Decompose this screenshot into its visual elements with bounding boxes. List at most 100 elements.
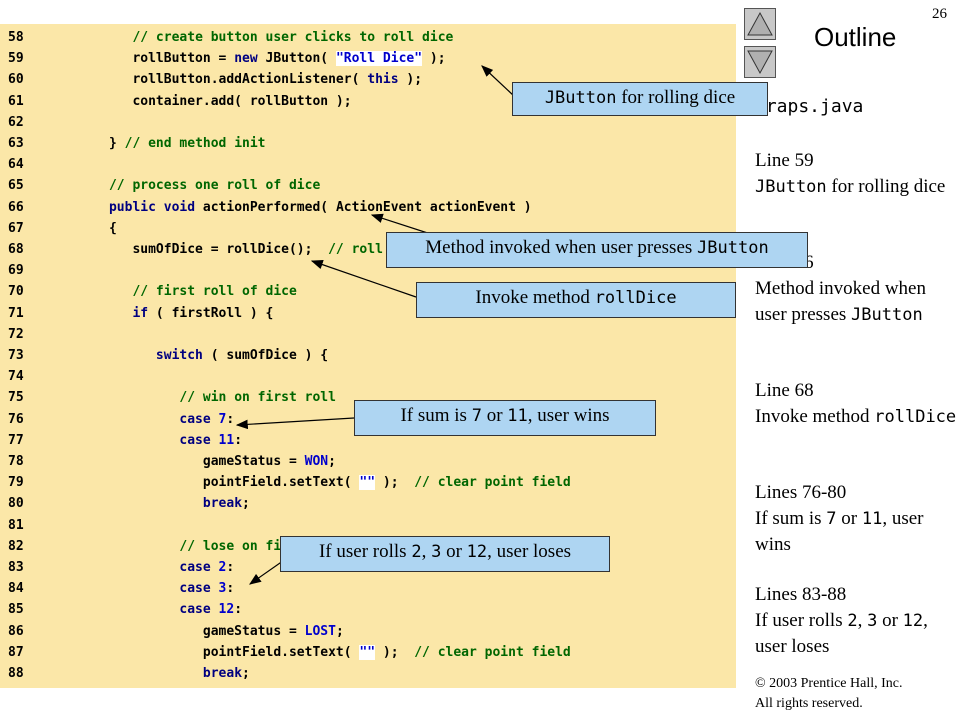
line-number: 84 xyxy=(8,581,24,597)
code-line: 73 switch ( sumOfDice ) { xyxy=(0,345,736,366)
callout-jbutton: JButton for rolling dice xyxy=(512,82,768,116)
line-number: 69 xyxy=(8,263,24,279)
code-text: container.add( rollButton ); xyxy=(62,93,352,109)
code-line: 68 sumOfDice = rollDice(); // roll dice xyxy=(0,239,736,260)
code-text: case 3: xyxy=(179,581,235,597)
line-number: 70 xyxy=(8,284,24,300)
page-number: 26 xyxy=(932,6,947,22)
outline-filename: Craps.java xyxy=(755,96,864,117)
triangle-up-icon xyxy=(747,11,773,36)
outline-entry-description: Method invoked when user presses JButton xyxy=(755,278,926,325)
code-line: 75 // win on first roll xyxy=(0,387,736,408)
outline-entry-line: Line 59 xyxy=(755,150,814,171)
code-text: // win on first roll xyxy=(179,390,336,406)
copyright-line-1: © 2003 Prentice Hall, Inc. xyxy=(755,676,903,691)
code-line: 88 break; xyxy=(0,663,736,684)
code-text: break; xyxy=(202,666,250,681)
line-number: 85 xyxy=(8,602,24,618)
callout-win: If sum is 7 or 11, user wins xyxy=(354,400,656,436)
line-number: 65 xyxy=(8,178,24,194)
code-line: 74 xyxy=(0,366,736,387)
code-line: 67 { xyxy=(0,218,736,239)
copyright-line-2: All rights reserved. xyxy=(755,696,863,711)
code-line: 63 } // end method init xyxy=(0,133,736,154)
callout-lose: If user rolls 2, 3 or 12, user loses xyxy=(280,536,610,572)
line-number: 64 xyxy=(8,157,24,173)
line-number: 63 xyxy=(8,136,24,151)
code-line: 86 gameStatus = LOST; xyxy=(0,621,736,642)
code-text: // process one roll of dice xyxy=(108,178,321,194)
previous-slide-button[interactable] xyxy=(744,8,776,40)
line-number: 74 xyxy=(8,369,24,385)
code-line: 66 public void actionPerformed( ActionEv… xyxy=(0,197,736,218)
code-line: 71 if ( firstRoll ) { xyxy=(0,303,736,324)
line-number: 72 xyxy=(8,326,24,342)
triangle-down-icon xyxy=(747,50,773,75)
code-text: // first roll of dice xyxy=(132,284,297,300)
code-text: switch ( sumOfDice ) { xyxy=(155,348,329,363)
code-text: public void actionPerformed( ActionEvent… xyxy=(108,199,532,215)
line-number: 88 xyxy=(8,666,24,681)
line-number: 68 xyxy=(8,242,24,257)
line-number: 87 xyxy=(8,644,24,660)
line-number: 66 xyxy=(8,199,24,215)
code-line: 60 rollButton.addActionListener( this ); xyxy=(0,69,736,90)
code-line: 78 gameStatus = WON; xyxy=(0,451,736,472)
code-text: if ( firstRoll ) { xyxy=(132,305,274,321)
code-line: 84 case 3: xyxy=(0,578,736,599)
line-number: 59 xyxy=(8,51,24,67)
line-number: 81 xyxy=(8,517,24,533)
code-line: 61 container.add( rollButton ); xyxy=(0,91,736,112)
outline-entry-description: JButton for rolling dice xyxy=(755,176,946,197)
code-text: } // end method init xyxy=(62,136,266,151)
outline-entry-line: Lines 83-88 xyxy=(755,584,847,605)
code-text: rollButton = new JButton( "Roll Dice" ); xyxy=(62,51,446,67)
code-text: case 2: xyxy=(179,560,235,575)
code-text: pointField.setText( "" ); // clear point… xyxy=(62,475,571,491)
code-line: 79 pointField.setText( "" ); // clear po… xyxy=(0,472,736,493)
line-number: 86 xyxy=(8,623,24,639)
code-panel: 58 // create button user clicks to roll … xyxy=(0,24,736,688)
arrow-jbutton xyxy=(481,65,515,97)
code-line: 76 case 7: xyxy=(0,409,736,430)
code-text: gameStatus = LOST; xyxy=(62,623,344,639)
code-line: 65 // process one roll of dice xyxy=(0,175,736,196)
code-text: break; xyxy=(202,496,250,512)
outline-entry-description: Invoke method rollDice xyxy=(755,406,957,427)
line-number: 62 xyxy=(8,114,24,130)
outline-entry: Line 59 JButton for rolling dice xyxy=(755,148,960,200)
code-text: // create button user clicks to roll dic… xyxy=(132,30,454,45)
code-text: case 12: xyxy=(179,602,243,618)
line-number: 83 xyxy=(8,560,24,575)
code-line: 81 xyxy=(0,515,736,536)
line-number: 75 xyxy=(8,390,24,406)
line-number: 80 xyxy=(8,496,24,512)
line-number: 82 xyxy=(8,538,24,554)
callout-roll-dice: Invoke method rollDice xyxy=(416,282,736,318)
line-number: 73 xyxy=(8,348,24,363)
line-number: 67 xyxy=(8,220,24,236)
code-text: sumOfDice = rollDice(); // roll dice xyxy=(62,242,423,257)
code-line: 85 case 12: xyxy=(0,599,736,620)
outline-entry-description: If user rolls 2, 3 or 12, user loses xyxy=(755,610,928,657)
line-number: 78 xyxy=(8,454,24,469)
code-line: 64 xyxy=(0,154,736,175)
next-slide-button[interactable] xyxy=(744,46,776,78)
code-text: gameStatus = WON; xyxy=(62,454,336,469)
code-line: 72 xyxy=(0,324,736,345)
line-number: 76 xyxy=(8,411,24,427)
code-text: { xyxy=(62,220,117,236)
code-text: case 7: xyxy=(179,411,235,427)
code-line: 58 // create button user clicks to roll … xyxy=(0,27,736,48)
arrow-win xyxy=(235,417,355,430)
code-text: case 11: xyxy=(179,432,243,448)
line-number: 58 xyxy=(8,30,24,45)
code-line: 70 // first roll of dice xyxy=(0,281,736,302)
code-line: 59 rollButton = new JButton( "Roll Dice"… xyxy=(0,48,736,69)
line-number: 61 xyxy=(8,93,24,109)
code-line: 62 xyxy=(0,112,736,133)
code-text: rollButton.addActionListener( this ); xyxy=(62,72,423,88)
line-number: 77 xyxy=(8,432,24,448)
